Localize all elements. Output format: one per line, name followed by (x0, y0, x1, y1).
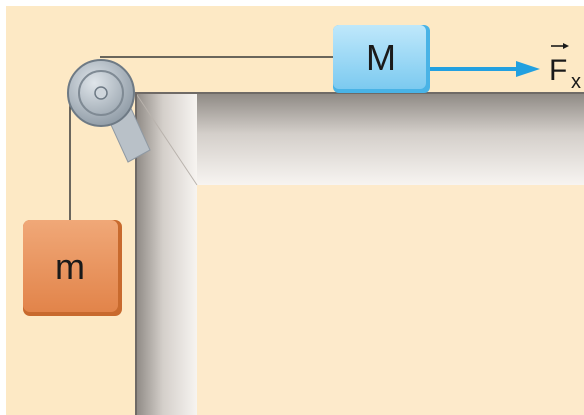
force-subscript: x (571, 71, 581, 93)
pulley-icon (67, 59, 135, 127)
table-corner-shadow (134, 91, 198, 186)
vector-arrow-mark (551, 43, 569, 49)
block-m: m (23, 220, 122, 316)
block-m-label: m (55, 246, 85, 287)
force-arrow-icon (430, 61, 540, 77)
force-symbol: F (549, 54, 567, 87)
table-surface (197, 185, 584, 415)
table-top-edge (135, 92, 584, 185)
force-label: F x (549, 43, 581, 93)
block-M-label: M (366, 37, 396, 78)
table (134, 91, 584, 415)
block-M: M (333, 25, 430, 93)
